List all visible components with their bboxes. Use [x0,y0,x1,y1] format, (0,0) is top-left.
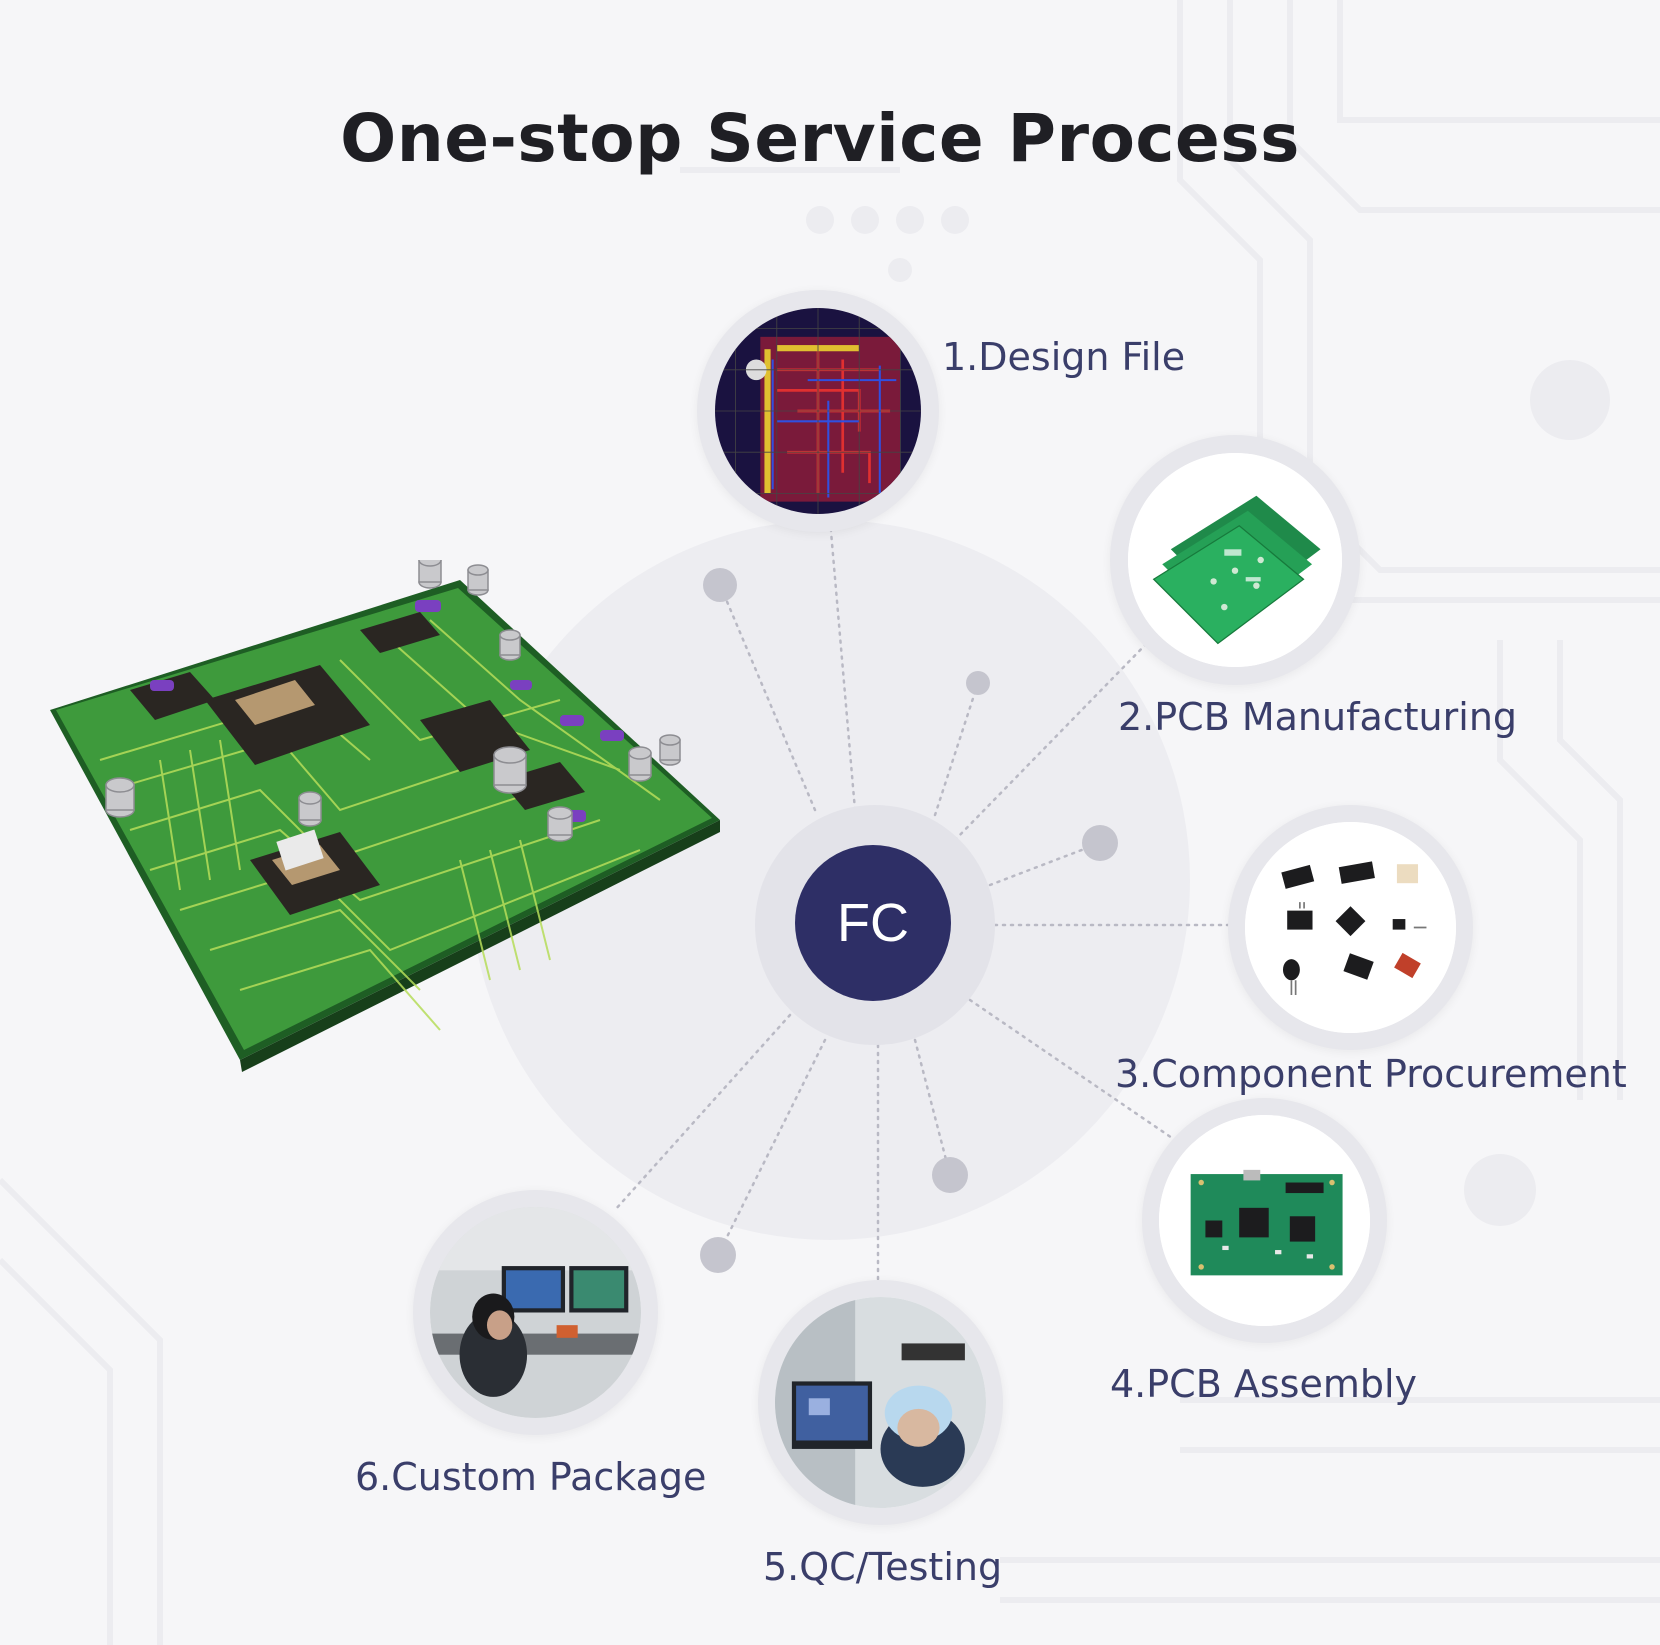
step-label-pcb-manufacturing: 2.PCB Manufacturing [1118,695,1518,739]
bare-pcb-icon [1128,453,1342,667]
page-title: One-stop Service Process [340,100,1300,177]
step-label-qc-testing: 5.QC/Testing [763,1545,1003,1589]
step-label-design-file: 1.Design File [942,335,1186,379]
step-qc-testing-image [758,1280,1003,1525]
step-pcb-manufacturing-image [1110,435,1360,685]
step-label-component-procurement: 3.Component Procurement [1115,1052,1627,1096]
step-design-file-image [697,290,939,532]
qc-testing-icon [775,1297,986,1508]
step-label-pcb-assembly: 4.PCB Assembly [1110,1362,1418,1406]
step-label-custom-package: 6.Custom Package [355,1455,707,1499]
circuit-board-illustration [50,560,720,1072]
step-pcb-assembly-image [1142,1098,1387,1343]
pcb-layout-icon [715,308,921,514]
step-component-procurement-image [1228,805,1473,1050]
electronic-components-icon [1245,822,1456,1033]
custom-package-icon [430,1207,641,1418]
step-custom-package-image [413,1190,658,1435]
assembled-pcb-icon [1159,1115,1370,1326]
hub-fc-badge: FC [795,845,951,1001]
